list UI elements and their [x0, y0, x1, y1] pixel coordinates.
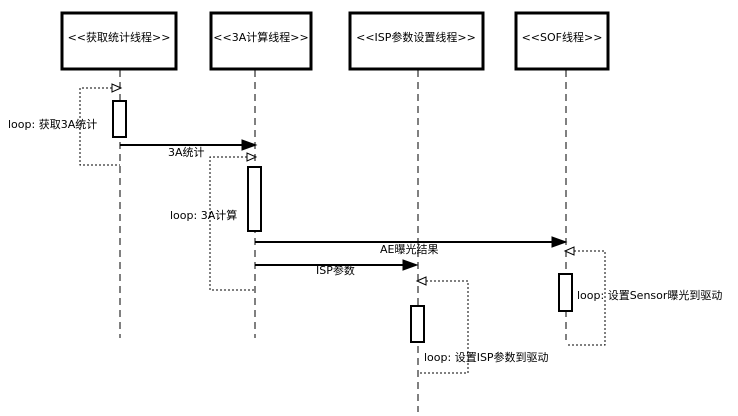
loop-label: loop: 设置ISP参数到驱动 — [424, 350, 549, 364]
loop-isp: loop: 设置ISP参数到驱动 — [415, 276, 549, 374]
participant-label: <<ISP参数设置线程>> — [356, 30, 476, 44]
loop-label: loop: 3A计算 — [170, 208, 237, 222]
participant-isp-thread: <<ISP参数设置线程>> — [348, 11, 485, 71]
message-label: ISP参数 — [316, 263, 355, 277]
message-isp-params: ISP参数 — [255, 259, 419, 277]
message-label: AE曝光结果 — [380, 242, 438, 256]
message-ae-result: AE曝光结果 — [255, 236, 568, 256]
participant-box — [348, 11, 485, 71]
arrowhead-icon — [551, 236, 568, 248]
loop-path — [209, 156, 255, 291]
activation-sof — [558, 273, 573, 312]
participant-box — [514, 11, 610, 71]
message-label: 3A统计 — [168, 146, 205, 159]
activation-stats — [112, 100, 127, 138]
loop-3a: loop: 3A计算 — [170, 152, 258, 291]
participant-sof-thread: <<SOF线程>> — [514, 11, 610, 71]
activation-isp — [410, 305, 425, 343]
participant-box — [60, 11, 178, 71]
participant-3a-thread: <<3A计算线程>> — [209, 11, 313, 71]
loop-arrowhead — [111, 83, 123, 93]
loop-path — [79, 87, 120, 166]
participant-label: <<获取统计线程>> — [68, 30, 171, 44]
participant-label: <<SOF线程>> — [522, 30, 603, 44]
participant-label: <<3A计算线程>> — [213, 30, 308, 44]
message-3a-stats: 3A统计 — [120, 139, 258, 159]
loop-arrowhead — [415, 276, 427, 286]
loop-sof: loop: 设置Sensor曝光到驱动 — [563, 246, 722, 346]
activation-3a — [247, 166, 262, 232]
loop-path — [418, 280, 469, 374]
participant-stats-thread: <<获取统计线程>> — [60, 11, 178, 71]
participant-box — [209, 11, 313, 71]
loop-label: loop: 获取3A统计 — [8, 118, 97, 131]
loop-arrowhead — [563, 246, 575, 256]
loop-label: loop: 设置Sensor曝光到驱动 — [577, 288, 722, 302]
loop-path — [566, 250, 606, 346]
arrowhead-icon — [241, 139, 258, 151]
loop-stats: loop: 获取3A统计 — [8, 83, 123, 166]
arrowhead-icon — [402, 259, 419, 271]
loop-arrowhead — [246, 152, 258, 162]
